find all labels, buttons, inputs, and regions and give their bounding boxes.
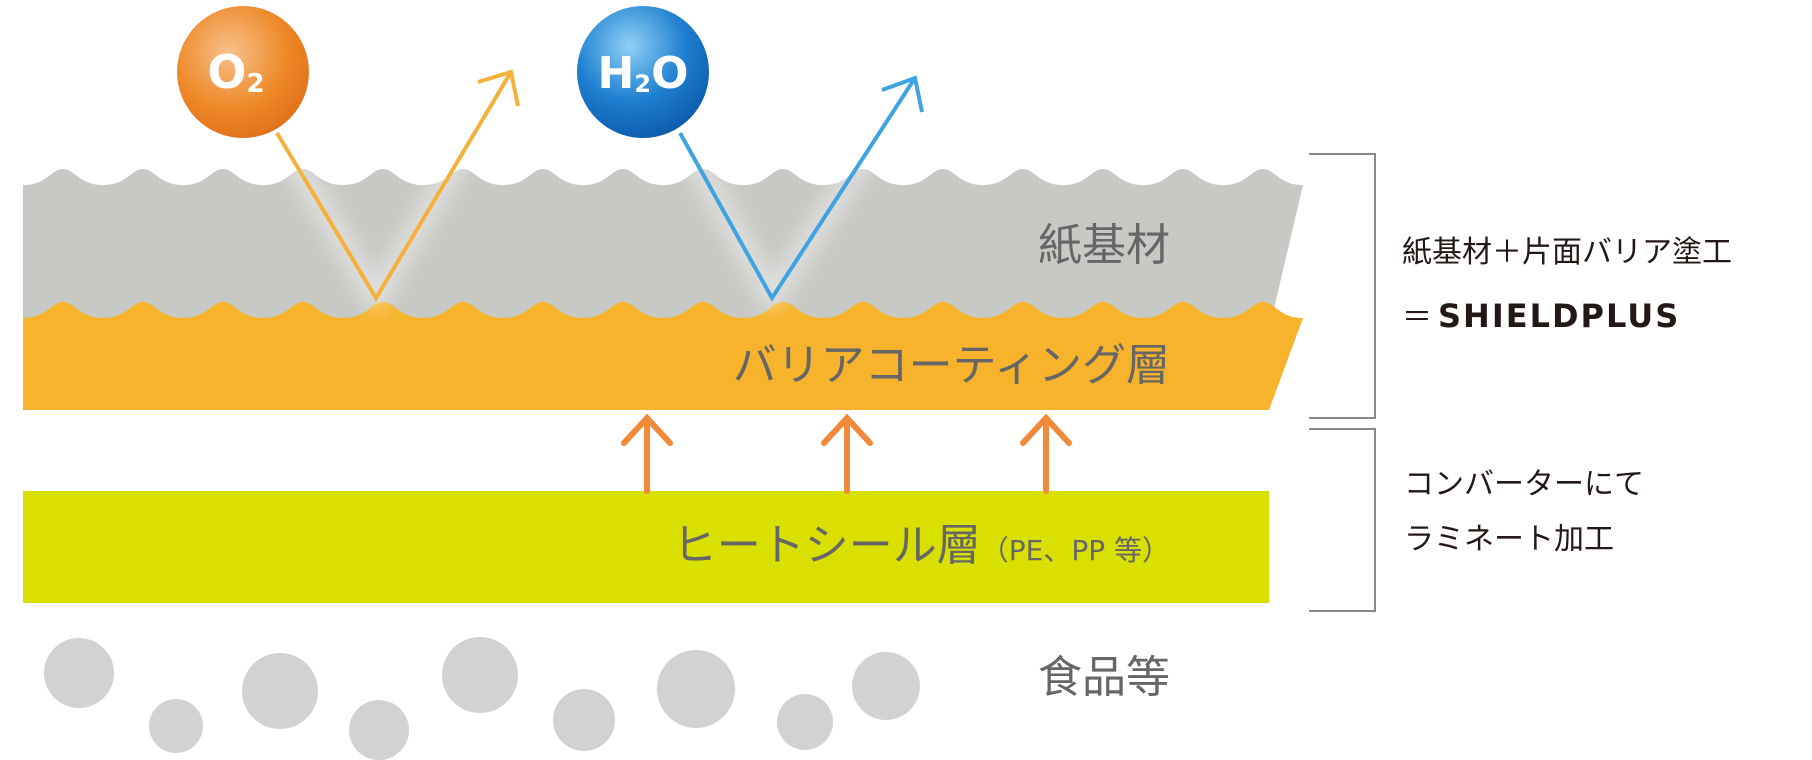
barrier-layer-label: バリアコーティング層: [733, 340, 1170, 391]
o2-molecule: O2: [177, 6, 309, 138]
o2-reflect-arrow: [275, 69, 520, 302]
food-particle: [657, 650, 735, 728]
note-shieldplus: ＝SHIELDPLUS: [1402, 297, 1680, 335]
food-particle: [149, 699, 203, 753]
up-arrow-icon: [821, 413, 873, 494]
h2o-reflect-arrow: [678, 75, 924, 302]
h2o-molecule: H2O: [577, 6, 709, 138]
food-particle: [553, 689, 615, 751]
food-particle: [852, 652, 920, 720]
bracket-top: [1309, 153, 1376, 419]
food-particle: [777, 694, 833, 750]
note-converter: コンバーターにて: [1404, 467, 1644, 502]
heat-seal-layer: [23, 491, 1269, 603]
note-paper-plus-barrier: 紙基材＋片面バリア塗工: [1402, 235, 1732, 270]
h2o-label: H2O: [598, 48, 689, 99]
food-particles: [44, 637, 920, 760]
h2o-circle-icon: [577, 6, 709, 138]
food-particle: [44, 638, 114, 708]
up-arrow-icon: [621, 413, 673, 494]
note-laminate: ラミネート加工: [1404, 522, 1614, 557]
food-label: 食品等: [1038, 652, 1170, 703]
barrier-coating-layer: [23, 302, 1303, 410]
food-particle: [349, 700, 409, 760]
bracket-bottom: [1309, 428, 1376, 612]
laminate-arrows: [621, 413, 1072, 494]
food-particle: [242, 653, 318, 729]
paper-substrate-layer: [23, 169, 1303, 330]
paper-layer-label: 紙基材: [1038, 220, 1170, 271]
o2-circle-icon: [177, 6, 309, 138]
heat-seal-layer-label: ヒートシール層（PE、PP 等）: [673, 520, 1170, 571]
food-particle: [442, 637, 518, 713]
up-arrow-icon: [1020, 413, 1072, 494]
o2-label: O2: [207, 45, 264, 99]
